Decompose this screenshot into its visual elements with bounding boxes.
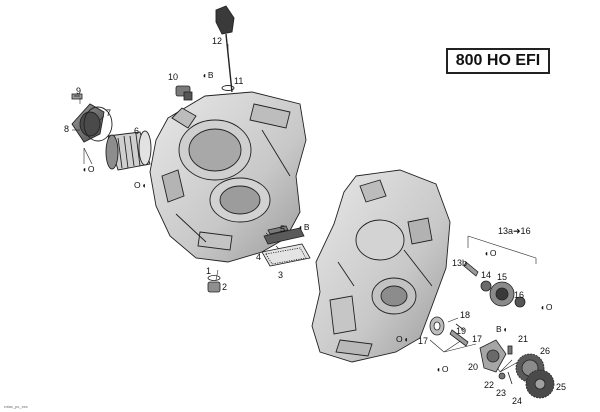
callout-15: 15 (497, 272, 508, 282)
callout-2: 2 (222, 282, 228, 292)
callout-23: 23 (496, 388, 507, 398)
callout-4: 4 (256, 252, 262, 262)
lube-symbol-6: O◖ (134, 180, 147, 190)
callout-24: 24 (512, 396, 523, 406)
lube-symbol-5: ◖B (298, 222, 310, 232)
callout-17a: 17 (418, 336, 429, 346)
oil-filter-cover (71, 103, 113, 143)
small-parts-21-23 (498, 345, 513, 385)
oil-drop-icon: ◖ (403, 335, 409, 344)
lube-symbol-19: ◖O (436, 364, 449, 374)
pump-housing-20 (479, 339, 507, 373)
callout-6: 6 (134, 126, 140, 136)
gears-24-26 (515, 353, 555, 399)
callout-25: 25 (556, 382, 567, 392)
right-crankcase-half (311, 169, 451, 363)
oil-drop-icon: ◖ (436, 365, 441, 374)
callout-21: 21 (518, 334, 529, 344)
oil-drop-icon: ◖ (202, 71, 207, 80)
callout-12: 12 (212, 36, 223, 46)
callout-1: 1 (206, 266, 212, 276)
oil-drop-icon: ◖ (484, 249, 489, 258)
drawing-code: rotax_pc_xxx (4, 404, 28, 409)
left-crankcase-half (149, 91, 307, 263)
lube-symbol-16: ◖O (540, 302, 553, 312)
callout-3: 3 (278, 270, 284, 280)
callout-8: 8 (64, 124, 70, 134)
callout-19: 19 (456, 326, 467, 336)
oil-filter (105, 130, 152, 171)
lube-symbol-17: O◖ (396, 334, 409, 344)
drain-plug (207, 275, 221, 293)
callout-13a-16: 13a➜16 (498, 226, 531, 236)
callout-20: 20 (468, 362, 479, 372)
callout-16: 16 (514, 290, 525, 300)
callout-18: 18 (460, 310, 471, 320)
callout-9: 9 (76, 86, 82, 96)
screw-9 (71, 93, 83, 100)
dipstick (215, 5, 235, 93)
callout-10: 10 (168, 72, 179, 82)
callout-14: 14 (481, 270, 492, 280)
o-ring-11 (221, 85, 235, 91)
callout-7: 7 (106, 108, 112, 118)
callout-22: 22 (484, 380, 495, 390)
fitting-10 (175, 85, 193, 101)
oil-drop-icon: ◖ (502, 325, 508, 334)
callout-26: 26 (540, 346, 551, 356)
lube-symbol-21: B◖ (496, 324, 508, 334)
lube-symbol-14: ◖O (484, 248, 497, 258)
callout-11: 11 (234, 76, 244, 86)
seal-17 (429, 316, 445, 336)
leader-lines (72, 44, 537, 373)
callout-5: 5 (280, 224, 286, 234)
pump-shaft (449, 323, 469, 347)
lube-symbol-10: ◖B (202, 70, 214, 80)
oil-drop-icon: ◖ (141, 181, 147, 190)
model-label: 800 HO EFI (446, 48, 550, 74)
oil-drop-icon: ◖ (82, 165, 87, 174)
oil-drop-icon: ◖ (298, 223, 303, 232)
oil-pump-assembly (463, 261, 526, 308)
oil-drop-icon: ◖ (540, 303, 545, 312)
oil-strainer (261, 225, 311, 267)
lube-symbol-8: ◖O (82, 164, 95, 174)
callout-17b: 17 (472, 334, 483, 344)
callout-13b: 13b (452, 258, 468, 268)
